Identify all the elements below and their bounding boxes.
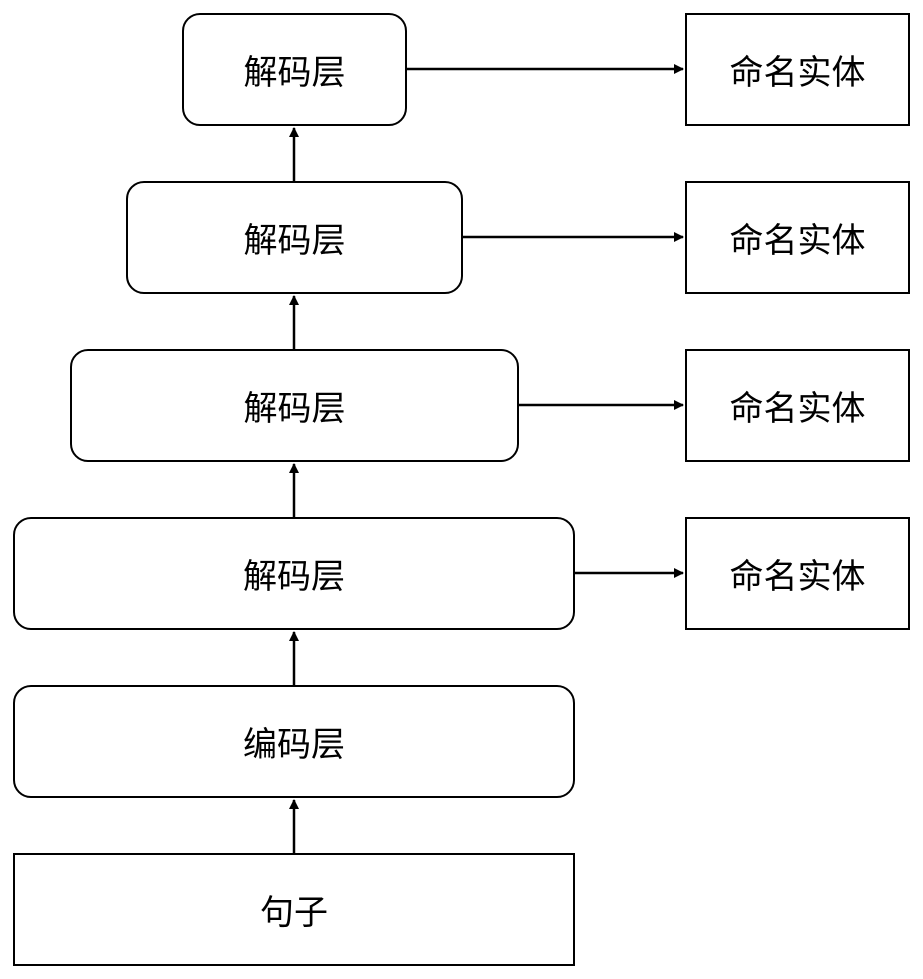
decoder-layer-2: 解码层 (70, 349, 519, 462)
named-entity-label: 命名实体 (729, 557, 866, 597)
decoder-layer-1: 解码层 (13, 517, 575, 630)
decoder-layer-label: 解码层 (243, 221, 346, 261)
decoder-layer-label: 解码层 (243, 53, 346, 93)
decoder-layer-label: 解码层 (243, 389, 346, 429)
decoder-layer-3: 解码层 (126, 181, 463, 294)
named-entity-output-1: 命名实体 (685, 517, 910, 630)
input-sentence-label: 句子 (260, 893, 328, 933)
named-entity-label: 命名实体 (729, 389, 866, 429)
named-entity-output-2: 命名实体 (685, 349, 910, 462)
encoder-layer-label: 编码层 (243, 725, 345, 765)
named-entity-label: 命名实体 (729, 53, 866, 93)
encoder-layer: 编码层 (13, 685, 575, 798)
named-entity-label: 命名实体 (729, 221, 866, 261)
named-entity-output-4: 命名实体 (685, 13, 910, 126)
input-sentence: 句子 (13, 853, 575, 966)
decoder-layer-4: 解码层 (182, 13, 407, 126)
decoder-layer-label: 解码层 (243, 557, 345, 597)
named-entity-output-3: 命名实体 (685, 181, 910, 294)
